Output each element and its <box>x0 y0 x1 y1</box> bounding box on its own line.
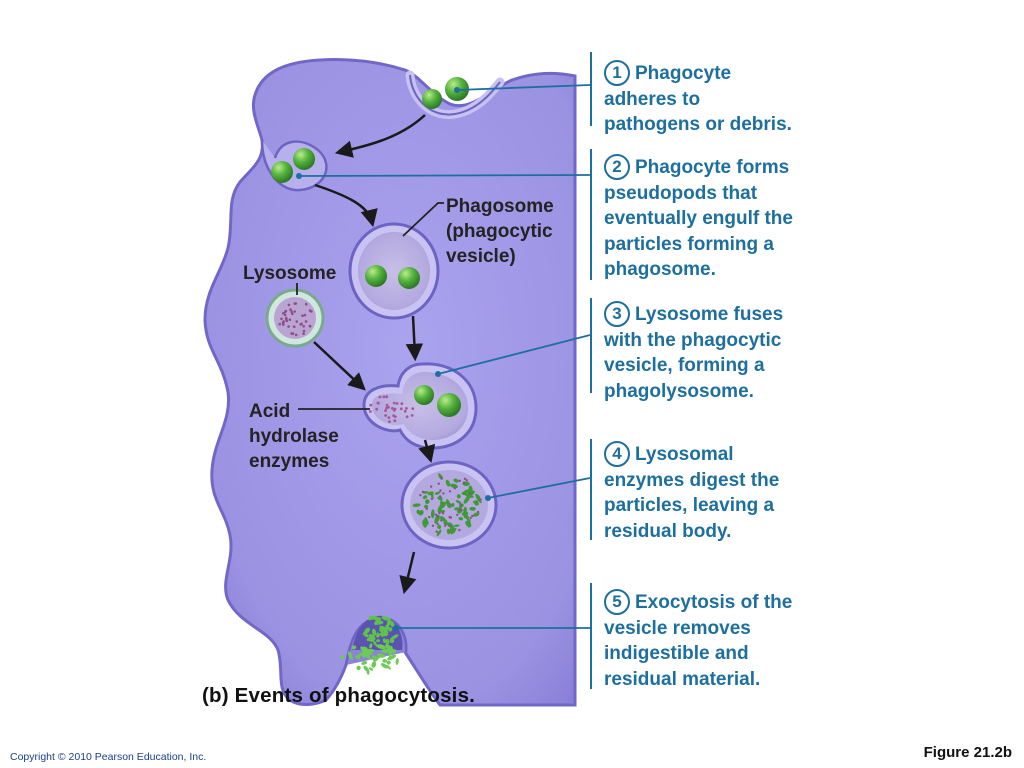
step-text-line: pseudopods that <box>604 182 758 204</box>
step-number: 1 <box>604 60 630 86</box>
step-text-line: phagosome. <box>604 259 716 280</box>
step-text-line: phagolysosome. <box>604 380 754 402</box>
phagosome-label: Phagosome (phagocytic vesicle) <box>446 194 554 269</box>
step-text-line: Exocytosis of the <box>635 592 793 613</box>
label-lines <box>296 202 444 410</box>
pathogen <box>422 89 442 109</box>
phagocyte-cell <box>203 58 577 707</box>
step-text-line: adheres to <box>604 88 701 110</box>
residual-body <box>400 460 498 550</box>
acid-hydrolase-label-line: Acid <box>249 401 291 422</box>
lysosome-label: Lysosome <box>243 263 337 284</box>
step-text-line: pathogens or debris. <box>604 114 792 135</box>
step-text-line: Lysosome fuses <box>635 304 784 325</box>
phagosome-vesicle <box>348 222 440 320</box>
step-text-line: enzymes digest the <box>604 469 780 491</box>
leader-lines <box>298 84 591 629</box>
pathogen <box>293 148 315 170</box>
step-text-line: eventually engulf the <box>604 208 793 229</box>
pathogen <box>271 161 293 183</box>
acid-hydrolase-label-line: enzymes <box>249 451 330 472</box>
lysosome <box>265 288 325 348</box>
step-number: 2 <box>604 154 630 180</box>
step-text-line: Phagocyte forms <box>635 157 790 178</box>
phagolysosome <box>362 362 478 450</box>
step-number: 4 <box>604 441 630 467</box>
dot-markers <box>296 87 491 631</box>
step-text-line: with the phagocytic <box>604 329 782 351</box>
figure-caption: (b) Events of phagocytosis. <box>202 684 476 707</box>
step-text-line: Lysosomal <box>635 444 734 465</box>
copyright-notice: Copyright © 2010 Pearson Education, Inc. <box>10 751 207 763</box>
step-text-line: indigestible and <box>604 643 749 664</box>
step-text-line: residual body. <box>604 520 732 542</box>
exocytosis-vesicle <box>340 615 408 675</box>
figure-label: Figure 21.2b <box>923 744 1012 761</box>
step-number: 5 <box>604 589 630 615</box>
step-text-line: particles, leaving a <box>604 495 775 516</box>
phagosome-label-line: Phagosome <box>446 196 554 217</box>
phagosome-label-line: vesicle) <box>446 246 516 267</box>
phagosome-label-line: (phagocytic <box>446 221 553 242</box>
step-text-line: vesicle removes <box>604 617 751 639</box>
step-text-line: particles forming a <box>604 233 774 255</box>
step-text-line: vesicle, forming a <box>604 355 765 376</box>
step-number: 3 <box>604 301 630 327</box>
acid-hydrolase-label: Acid hydrolase enzymes <box>249 399 339 474</box>
step-text-line: Phagocyte <box>635 63 732 84</box>
step-text-line: residual material. <box>604 668 761 690</box>
process-arrows <box>313 114 436 595</box>
acid-hydrolase-label-line: hydrolase <box>249 426 339 447</box>
